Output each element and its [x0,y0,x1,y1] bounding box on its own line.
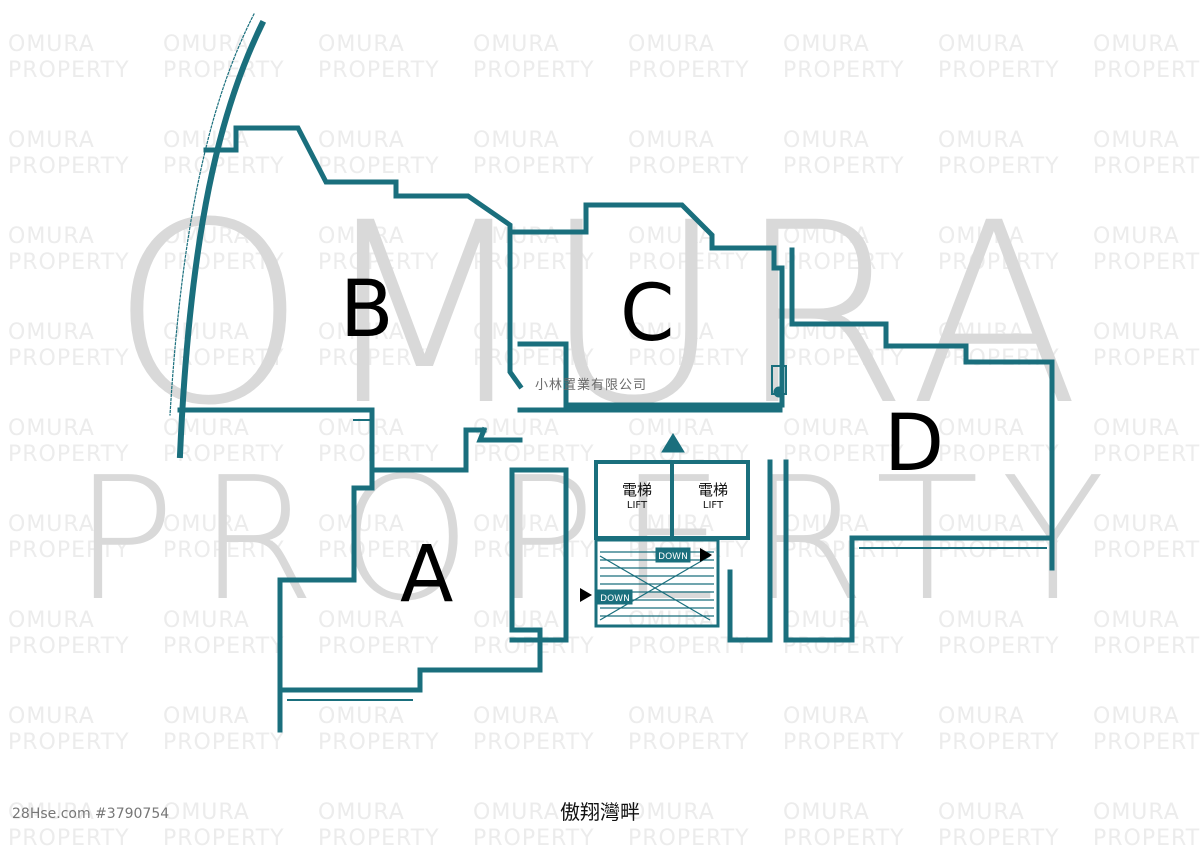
lift-1-label-zh: 電梯 [621,481,652,499]
down-sign-box-2 [597,589,633,605]
unit-label-a: A [400,530,454,620]
building-name: 傲翔灣畔 [560,800,640,824]
unit-label-c: C [620,269,675,359]
lift-2-label-zh: 電梯 [697,481,728,499]
listing-id: 28Hse.com #3790754 [12,806,170,822]
fire-hose-icon [773,386,785,398]
unit-c-south-wall [517,341,785,408]
north-arrow-icon [661,433,685,453]
down-sign-2: DOWN [600,594,630,604]
lift-2-label-en: LIFT [702,500,724,511]
stair-diagonals [599,555,711,621]
core-lobby-wall [476,426,523,443]
lift-1: 電梯 LIFT [608,476,666,520]
unit-label-d: D [884,399,945,489]
core-east-wall [727,459,773,643]
down-sign-box-1 [655,547,691,563]
down-sign-1: DOWN [658,552,688,562]
unit-d-balcony [849,535,1055,643]
unit-label-b: B [340,265,394,355]
unit-a-walls [277,467,375,733]
core-lift-shafts [594,460,750,540]
lift-1-label-en: LIFT [626,500,648,511]
unit-b-walls [203,125,524,390]
core-inner-left [509,467,569,643]
unit-c-walls [509,202,785,403]
facade-curve-b [176,19,267,459]
stair-arrow-icon-2 [580,588,592,602]
stair-arrow-icon-1 [700,548,712,562]
unit-d-walls [789,247,1055,571]
lift-2: 電梯 LIFT [684,476,742,520]
unit-d-south-wall [783,459,855,643]
unit-b-south-wall [177,407,487,473]
facade-curve-b-dotted [169,13,255,416]
company-note: 小林置業有限公司 [535,378,648,393]
unit-a-balcony [277,467,543,693]
